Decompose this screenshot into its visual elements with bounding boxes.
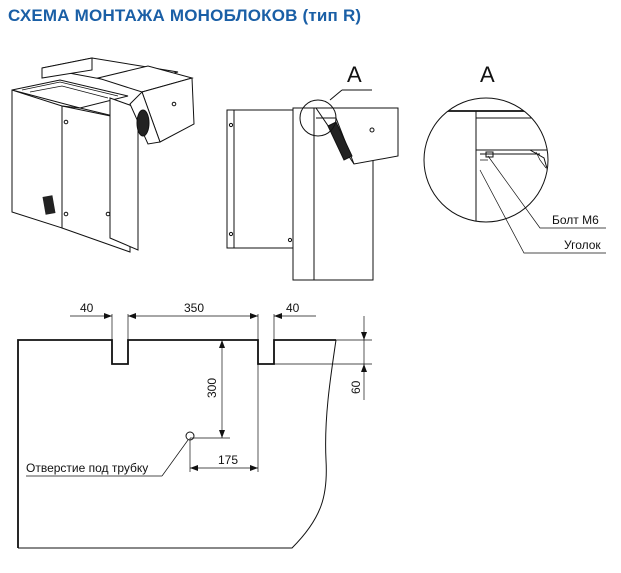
bolt-callout: Болт М6 [552, 213, 599, 227]
dim-offset: 175 [218, 453, 238, 467]
page-title: СХЕМА МОНТАЖА МОНОБЛОКОВ (тип R) [8, 6, 362, 25]
side-view: А [226, 62, 399, 281]
dim-height: 300 [205, 378, 219, 398]
detail-marker-detail: А [480, 62, 495, 87]
detail-marker-side: А [347, 62, 362, 87]
pipe-hole [185, 431, 195, 441]
hole-label: Отверстие под трубку [26, 461, 148, 475]
detail-a-view: А Болт М6 Уголок [423, 62, 606, 254]
dim-right-gap: 40 [286, 301, 300, 315]
corner-callout: Уголок [564, 238, 601, 252]
dim-left-gap: 40 [80, 301, 94, 315]
dim-span: 350 [184, 301, 204, 315]
isometric-unit-view [11, 57, 195, 253]
mounting-plan: 40 350 40 300 175 Отверстие под трубку [17, 301, 372, 549]
dim-depth: 60 [349, 380, 363, 394]
